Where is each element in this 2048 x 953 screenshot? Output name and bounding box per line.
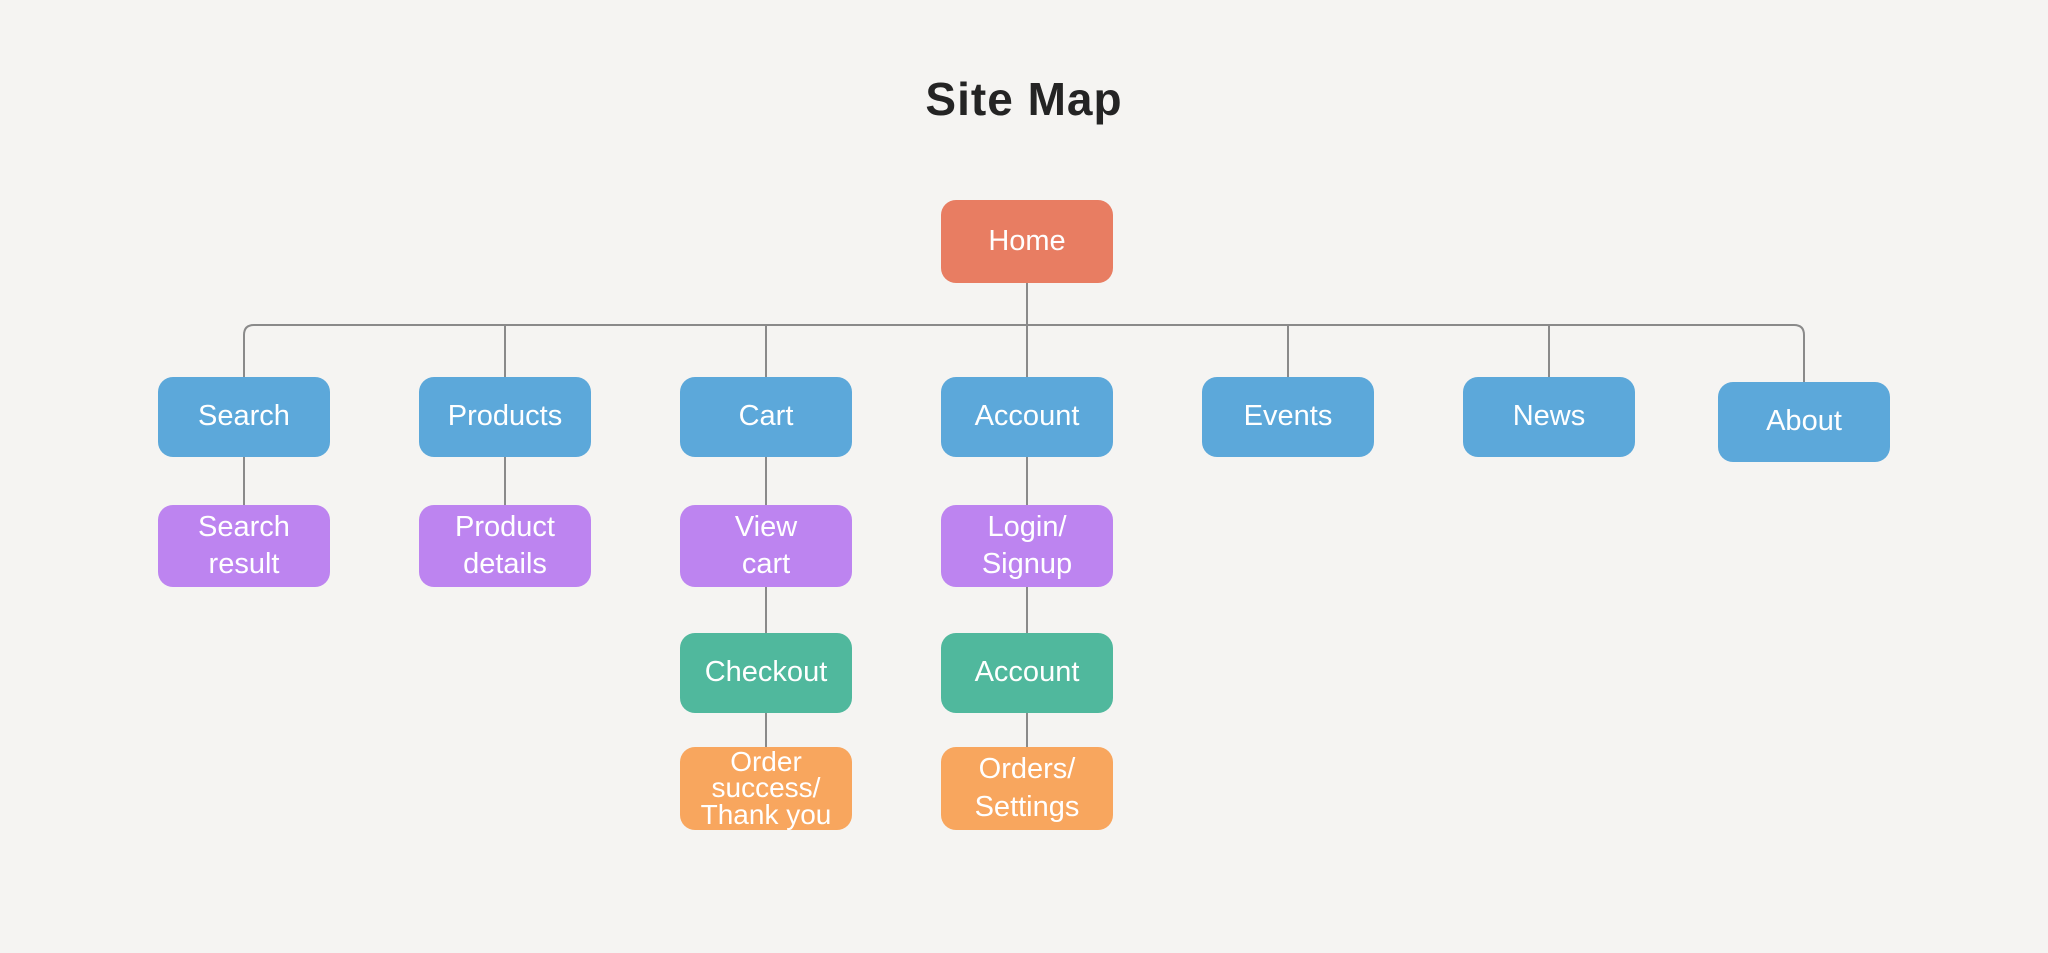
page-title: Site Map [925,73,1123,125]
node-orders-settings[interactable]: Orders/ Settings [941,747,1113,830]
node-checkout[interactable]: Checkout [680,633,852,713]
node-search[interactable]: Search [158,377,330,457]
node-login-signup[interactable]: Login/ Signup [941,505,1113,587]
node-news[interactable]: News [1463,377,1635,457]
node-account[interactable]: Account [941,377,1113,457]
node-about[interactable]: About [1718,382,1890,462]
node-products[interactable]: Products [419,377,591,457]
node-home[interactable]: Home [941,200,1113,283]
node-product-details[interactable]: Product details [419,505,591,587]
node-cart[interactable]: Cart [680,377,852,457]
node-view-cart[interactable]: View cart [680,505,852,587]
node-events[interactable]: Events [1202,377,1374,457]
connector-trunk-horizontal [243,324,1805,382]
node-search-result[interactable]: Search result [158,505,330,587]
node-account-page[interactable]: Account [941,633,1113,713]
node-order-success[interactable]: Order success/ Thank you [680,747,852,830]
